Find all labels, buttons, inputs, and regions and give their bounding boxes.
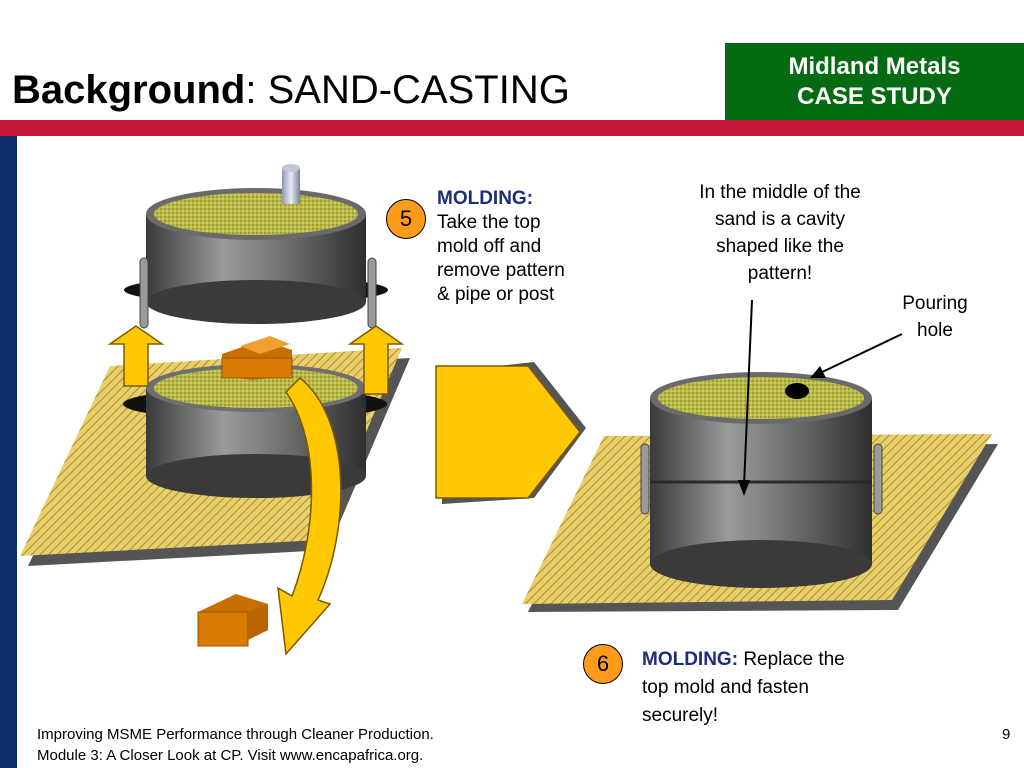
footer-line-2: Module 3: A Closer Look at CP. Visit www… (37, 747, 424, 764)
step-6-line-1: Replace the (738, 649, 845, 670)
lift-arrow-left (107, 325, 165, 387)
assembled-mold-right (640, 372, 883, 588)
process-arrow-right (435, 362, 586, 504)
title-rest: : SAND-CASTING (245, 68, 570, 112)
step-5-line-2: mold off and (437, 236, 542, 257)
pipe-post (282, 164, 300, 204)
pour-line-2: hole (917, 320, 953, 341)
step-6-text: MOLDING: Replace the top mold and fasten… (642, 646, 845, 730)
step-6-line-3: securely! (642, 705, 719, 726)
pattern-block-top (221, 336, 293, 380)
step-5-badge: 5 (386, 199, 426, 239)
step-6-heading: MOLDING: (642, 649, 739, 670)
page-number: 9 (1002, 726, 1011, 743)
title-bold: Background (12, 68, 246, 112)
pour-line-1: Pouring (902, 293, 968, 314)
case-line-1: Midland Metals (788, 52, 961, 80)
footer-line-1: Improving MSME Performance through Clean… (37, 726, 434, 743)
pouring-hole-label: Pouring hole (880, 290, 990, 344)
step-6-line-2: top mold and fasten (642, 677, 809, 698)
case-line-2: CASE STUDY (797, 82, 952, 110)
step-5-text: MOLDING: Take the top mold off and remov… (437, 187, 565, 307)
cavity-line-4: pattern! (747, 263, 813, 284)
step-5-line-4: & pipe or post (437, 284, 555, 305)
step-5-line-3: remove pattern (437, 260, 565, 281)
pattern-block-removed (197, 594, 268, 647)
upper-mold-left (124, 188, 388, 329)
lift-arrow-right (347, 325, 405, 395)
title-rule (0, 120, 1024, 136)
cavity-pointer (738, 299, 753, 496)
case-study-badge: Midland Metals CASE STUDY (725, 43, 1024, 120)
pouring-hole-pointer (810, 333, 903, 378)
left-accent-bar (0, 136, 17, 768)
cavity-line-3: shaped like the (716, 236, 844, 257)
footer-text: Improving MSME Performance through Clean… (37, 724, 434, 766)
cavity-line-1: In the middle of the (699, 182, 861, 203)
page-title: Background: SAND-CASTING (12, 66, 570, 114)
step-5-line-1: Take the top (437, 212, 541, 233)
cavity-line-2: sand is a cavity (715, 209, 845, 230)
lower-mold-left (123, 364, 387, 498)
cavity-note: In the middle of the sand is a cavity sh… (672, 179, 888, 287)
step-5-heading: MOLDING: (437, 188, 534, 209)
step-6-badge: 6 (583, 644, 623, 684)
pouring-hole (785, 383, 809, 399)
curved-remove-arrow (277, 376, 342, 656)
